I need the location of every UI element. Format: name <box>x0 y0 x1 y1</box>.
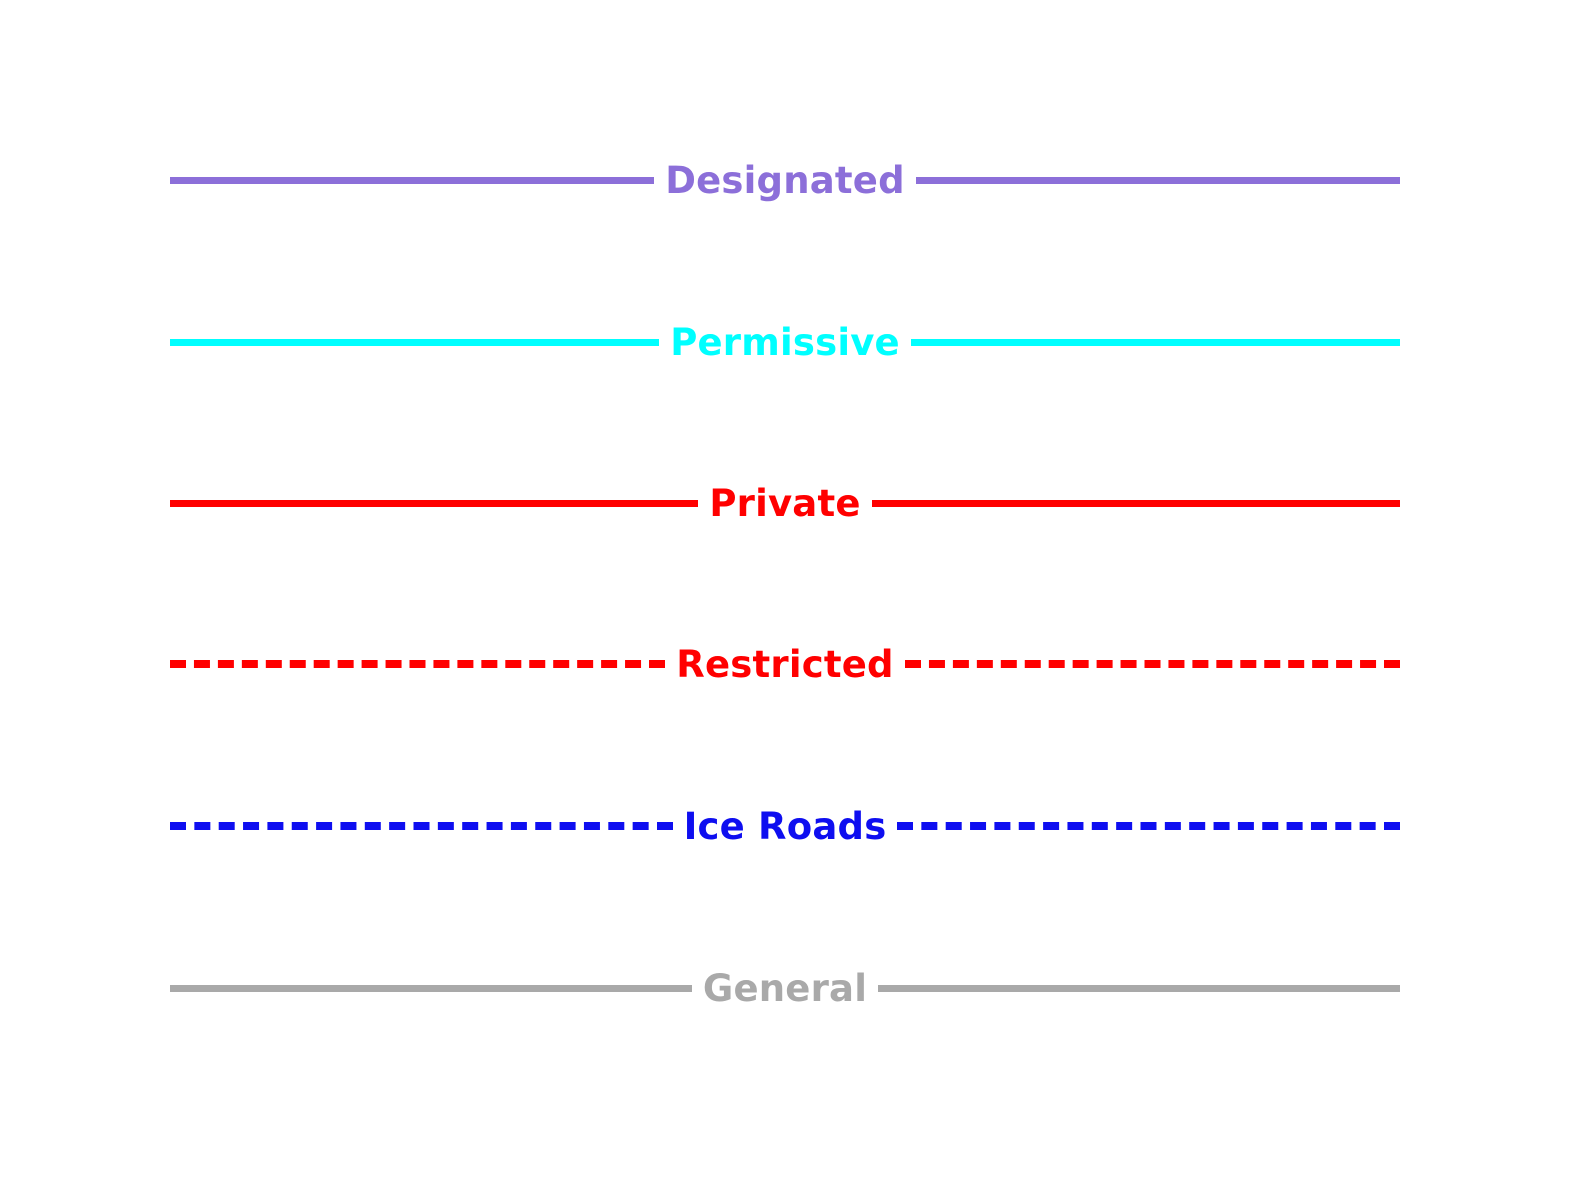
legend-line-right <box>915 176 1401 184</box>
legend-line-left <box>170 984 692 992</box>
legend-label-general: General <box>702 966 868 1010</box>
legend-line-left <box>170 338 660 346</box>
legend-label-restricted: Restricted <box>676 642 894 686</box>
legend-label-private: Private <box>709 481 861 525</box>
legend-line-right <box>904 660 1400 668</box>
legend-label-designated: Designated <box>665 158 905 202</box>
legend-line-left <box>170 822 673 830</box>
legend-line-right <box>897 822 1400 830</box>
legend-line-left <box>170 660 666 668</box>
legend-line-right <box>871 499 1401 507</box>
legend-row-restricted: Restricted <box>170 634 1400 694</box>
legend-line-right <box>878 984 1401 992</box>
legend-row-general: General <box>170 958 1401 1018</box>
legend-label-permissive: Permissive <box>670 320 900 364</box>
legend-row-ice-roads: Ice Roads <box>170 796 1400 856</box>
legend-line-left <box>170 499 699 507</box>
legend-row-designated: Designated <box>170 150 1401 210</box>
legend-line-left <box>170 176 655 184</box>
legend-row-private: Private <box>170 473 1401 533</box>
legend-line-right <box>910 338 1401 346</box>
legend-label-ice-roads: Ice Roads <box>683 804 887 848</box>
legend-row-permissive: Permissive <box>170 312 1401 372</box>
